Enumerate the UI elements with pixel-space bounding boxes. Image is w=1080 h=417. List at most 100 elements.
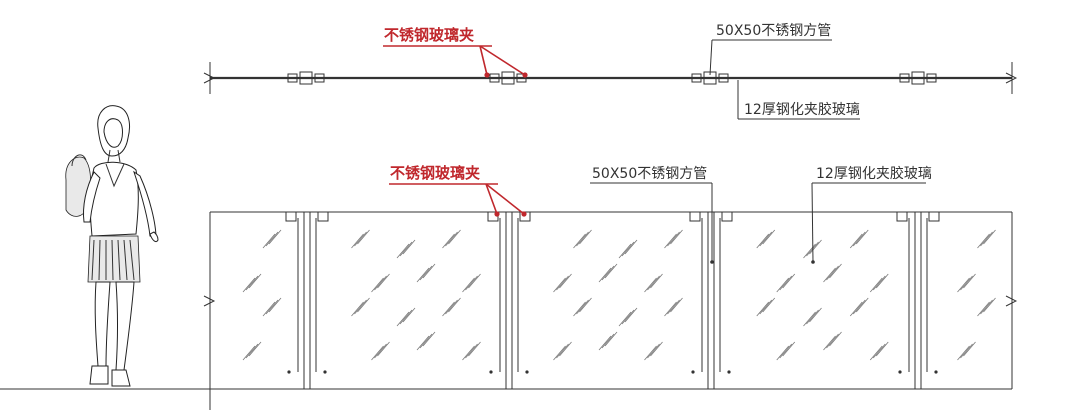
glass-hatch-mark: [762, 229, 776, 245]
glass-hatch-mark: [422, 331, 436, 347]
glass-hatch-mark: [371, 277, 384, 293]
plan-clip-leader: [383, 45, 528, 78]
glass-hatch-mark: [957, 277, 970, 293]
glass-hatch-mark: [664, 301, 677, 317]
glass-hatch-mark: [265, 231, 279, 247]
elevation-clip-leader: [389, 183, 527, 217]
glass-hatch-mark: [419, 265, 433, 281]
glass-hatch-mark: [875, 341, 889, 357]
glass-hatch-mark: [650, 273, 663, 289]
glass-hatch-mark: [977, 233, 990, 249]
glass-hatch-mark: [977, 301, 990, 317]
glass-hatch-mark: [265, 299, 279, 315]
human-figure: [65, 105, 159, 387]
glass-hatch-mark: [448, 297, 461, 313]
glass-hatch-mark: [573, 233, 586, 249]
glass-hatch-mark: [399, 241, 413, 257]
glass-hatch-mark: [242, 277, 256, 293]
glass-hatch-mark: [402, 307, 416, 323]
glass-hatch-mark: [624, 307, 638, 323]
plan-view: 不锈钢玻璃夹 50X50不锈钢方管 12厚钢化夹胶玻璃: [203, 23, 1018, 120]
plan-joint-3: [691, 71, 729, 85]
glass-hatch-mark: [559, 273, 572, 289]
glass-hatch-mark: [809, 239, 822, 255]
glass-hatch-mark: [849, 233, 863, 249]
glass-hatch-mark: [468, 273, 481, 289]
glass-hatch-mark: [445, 231, 458, 247]
glass-hatch-mark: [462, 345, 475, 361]
glass-hatch-mark: [374, 275, 387, 291]
bottom-anchors: [287, 370, 938, 374]
elevation-break-left: [203, 295, 216, 307]
elevation-break-right: [1005, 295, 1018, 307]
glass-hatch-mark: [556, 275, 569, 291]
glass-hatch-mark: [419, 333, 433, 349]
glass-hatch-mark: [351, 233, 364, 249]
glass-hatch-mark: [826, 265, 839, 281]
glass-hatch-mark: [644, 277, 657, 293]
glass-hatch-mark: [601, 265, 615, 281]
glass-hatch-mark: [650, 341, 663, 357]
glass-hatch-mark: [670, 229, 683, 245]
glass-hatch-mark: [245, 343, 259, 359]
glass-hatch-mark: [983, 297, 996, 313]
glass-hatch-mark: [809, 307, 822, 323]
glass-hatch-mark: [396, 311, 410, 327]
glass-hatch-mark: [779, 343, 793, 359]
glass-hatch-mark: [262, 233, 276, 249]
glass-hatch-mark: [855, 229, 869, 245]
glass-hatch-mark: [670, 297, 683, 313]
glass-hatch-mark: [823, 335, 836, 351]
glass-hatch-mark: [248, 273, 262, 289]
glass-hatch-mark: [579, 297, 592, 313]
glass-hatch-mark: [803, 243, 816, 259]
plan-break-left: [203, 62, 216, 94]
glass-hatch-mark: [667, 299, 680, 315]
glass-hatch-mark: [402, 239, 416, 255]
glass-hatch-mark: [377, 341, 390, 357]
glass-hatch-mark: [245, 275, 259, 291]
plan-clip-label: 不锈钢玻璃夹: [384, 26, 474, 44]
glass-hatch-mark: [442, 233, 455, 249]
glass-hatch-mark: [357, 297, 370, 313]
glass-hatch-mark: [604, 263, 618, 279]
glass-hatch-mark: [573, 301, 586, 317]
plan-glass-leader: [737, 80, 860, 120]
glass-hatch-mark: [399, 309, 413, 325]
glass-hatch-mark: [371, 345, 384, 361]
glass-hatch-mark: [262, 301, 276, 317]
glass-hatch-mark: [759, 231, 773, 247]
glass-hatch-mark: [644, 345, 657, 361]
glass-hatch-mark: [601, 333, 615, 349]
glass-hatch-mark: [354, 299, 367, 315]
glass-hatch-mark: [621, 241, 635, 257]
glass-hatch-mark: [248, 341, 262, 357]
top-clamps: [285, 211, 940, 222]
elevation-glass-label: 12厚钢化夹胶玻璃: [816, 165, 932, 182]
glass-hatch-mark: [445, 299, 458, 315]
glass-hatch-mark: [442, 301, 455, 317]
elevation-glass-leader: [811, 182, 926, 264]
glass-hatch-mark: [980, 231, 993, 247]
glass-hatch-mark: [869, 277, 883, 293]
glass-hatch-mark: [462, 277, 475, 293]
glass-hatch-mark: [624, 239, 638, 255]
glass-hatch-mark: [598, 335, 612, 351]
glass-hatch-mark: [647, 275, 660, 291]
glass-hatch-mark: [618, 311, 632, 327]
glass-hatch-mark: [776, 277, 790, 293]
glass-hatch-mark: [756, 233, 770, 249]
glass-hatch-mark: [465, 343, 478, 359]
post-4: [914, 212, 922, 389]
glass-hatch-mark: [621, 309, 635, 325]
glass-hatch-mark: [448, 229, 461, 245]
glass-hatch-mark: [872, 343, 886, 359]
glass-hatch-mark: [875, 273, 889, 289]
glass-hatch-mark: [762, 297, 776, 313]
glass-hatch-mark: [806, 309, 819, 325]
glass-hatch-mark: [776, 345, 790, 361]
glass-hatch-mark: [756, 301, 770, 317]
elevation-clip-label: 不锈钢玻璃夹: [390, 164, 480, 182]
glass-hatch-mark: [960, 343, 973, 359]
plan-glass-label: 12厚钢化夹胶玻璃: [744, 101, 860, 118]
